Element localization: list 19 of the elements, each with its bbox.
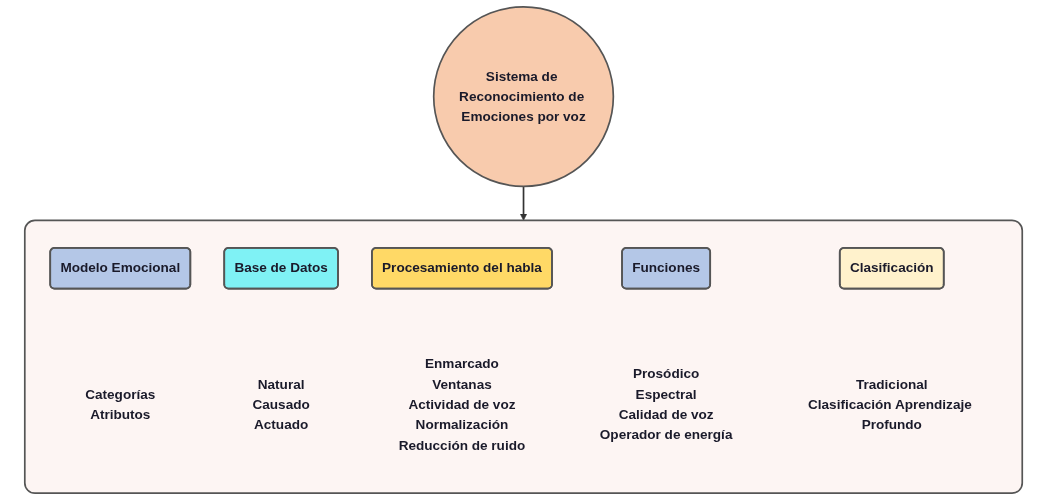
node-label: Atributos [90,407,151,422]
node-label: Categorías [85,386,156,402]
node-label: Clasificación Aprendizaje Profundo [808,397,973,432]
node-label: Operador de energía [600,427,733,442]
node-label: Espectral [636,386,698,402]
node-circle: Sistema de Reconocimiento de Emociones por voz [433,5,615,188]
node-label: Enmarcado [425,356,500,371]
node-label: Tradicional [856,376,929,392]
node-label: Natural [258,376,305,392]
node-label: Prosódico [633,366,700,381]
cluster [24,219,1024,495]
node-label: Normalización [416,417,509,432]
node-label: Ventanas [432,376,493,392]
arrow [520,185,528,221]
node-label: Actividad de voz [408,397,516,412]
node-label: Reducción de ruido [399,437,526,453]
node-label: Actuado [254,417,309,432]
node-label: Calidad de voz [619,407,715,422]
node-label: Causado [252,397,311,412]
